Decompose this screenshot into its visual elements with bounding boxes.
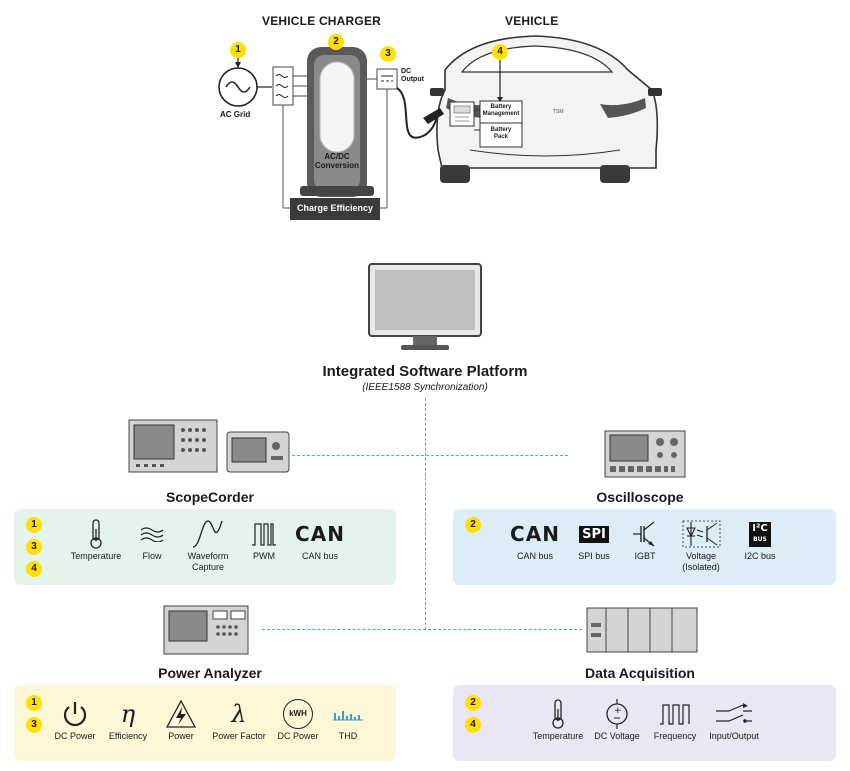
charger-vehicle-diagram: TSM: [218, 35, 662, 220]
item-power: Power: [156, 697, 206, 742]
thermometer-icon: [66, 517, 126, 551]
eta-icon: η: [120, 699, 136, 728]
item-can-bus: CAN CAN bus: [505, 517, 565, 562]
item-thd: THD: [326, 697, 370, 742]
item-can-bus: CAN CAN bus: [290, 517, 350, 562]
item-dc-power-kwh: kWH DC Power: [270, 697, 326, 742]
item-pwm: PWM: [242, 517, 286, 562]
charger-body-icon: [300, 47, 374, 197]
ac-grid-label: AC Grid: [220, 110, 251, 119]
ac-source-icon: [218, 58, 272, 107]
badge-1: 1: [230, 42, 246, 58]
charge-efficiency-label: Charge Efficiency: [296, 203, 374, 213]
connector-top: [292, 455, 568, 456]
item-efficiency: η Efficiency: [104, 697, 152, 742]
power-icon: [46, 697, 104, 731]
flow-icon: [130, 517, 174, 551]
badge-4: 4: [26, 561, 42, 577]
item-voltage-isolated: Voltage (Isolated): [671, 517, 731, 573]
item-flow: Flow: [130, 517, 174, 562]
pwm-icon: [242, 517, 286, 551]
oscilloscope-title: Oscilloscope: [596, 489, 684, 505]
badge-3: 3: [26, 539, 42, 555]
harmonics-icon: [326, 697, 370, 731]
power-analyzer-panel: 1 3 DC Power η Efficiency Power λ Power …: [14, 685, 396, 761]
item-dc-voltage: + DC Voltage: [589, 697, 645, 742]
svg-text:+: +: [614, 706, 622, 716]
lambda-icon: λ: [231, 699, 247, 728]
oscilloscope-panel: 2 CAN CAN bus SPI SPI bus IGBT Voltage (…: [453, 509, 836, 585]
item-dc-power: DC Power: [46, 697, 104, 742]
item-frequency: Frequency: [647, 697, 703, 742]
item-igbt: IGBT: [623, 517, 667, 562]
platform-subtitle: (IEEE1588 Synchronization): [362, 382, 488, 393]
switch-icon: [703, 697, 765, 731]
item-input-output: Input/Output: [703, 697, 765, 742]
can-bus-icon: CAN: [295, 521, 345, 546]
dc-output-icon: [367, 68, 398, 90]
scopecorder-device-icon: [128, 419, 290, 473]
thermometer-icon: [527, 697, 589, 731]
monitor-icon: [368, 263, 482, 350]
waveform-icon: [178, 517, 238, 551]
connector-vertical: [425, 398, 426, 630]
badge-2: 2: [328, 34, 344, 50]
connector-bottom: [262, 629, 582, 630]
power-analyzer-device-icon: [163, 605, 249, 655]
badge-4: 4: [492, 44, 508, 60]
oscilloscope-device-icon: [604, 430, 686, 478]
filter-box-icon: [272, 66, 309, 106]
badge-3: 3: [26, 717, 42, 733]
scopecorder-title: ScopeCorder: [166, 489, 254, 505]
item-spi-bus: SPI SPI bus: [569, 517, 619, 562]
item-temperature: Temperature: [527, 697, 589, 742]
platform-title: Integrated Software Platform: [322, 363, 528, 380]
data-acquisition-device-icon: [586, 607, 698, 653]
svg-text:TSM: TSM: [553, 109, 564, 115]
can-bus-icon: CAN: [510, 521, 560, 546]
item-temperature: Temperature: [66, 517, 126, 562]
igbt-icon: [623, 517, 667, 551]
power-analyzer-title: Power Analyzer: [158, 665, 262, 681]
vehicle-charger-header: VEHICLE CHARGER: [262, 14, 382, 28]
data-acquisition-panel: 2 4 Temperature + DC Voltage Frequency I…: [453, 685, 836, 761]
badge-4: 4: [465, 717, 481, 733]
badge-3: 3: [380, 46, 396, 62]
spi-bus-icon: SPI: [569, 517, 619, 551]
frequency-icon: [647, 697, 703, 731]
data-acquisition-title: Data Acquisition: [585, 665, 695, 681]
badge-1: 1: [26, 517, 42, 533]
badge-1: 1: [26, 695, 42, 711]
badge-2: 2: [465, 695, 481, 711]
item-power-factor: λ Power Factor: [208, 697, 270, 742]
item-waveform-capture: Waveform Capture: [178, 517, 238, 573]
vehicle-header: VEHICLE: [505, 14, 559, 28]
kwh-icon: kWH: [270, 697, 326, 731]
optocoupler-icon: [671, 517, 731, 551]
scopecorder-panel: 1 3 4 Temperature Flow Waveform Capture …: [14, 509, 396, 585]
high-voltage-icon: [156, 697, 206, 731]
badge-2: 2: [465, 517, 481, 533]
dc-voltage-source-icon: +: [589, 697, 645, 731]
